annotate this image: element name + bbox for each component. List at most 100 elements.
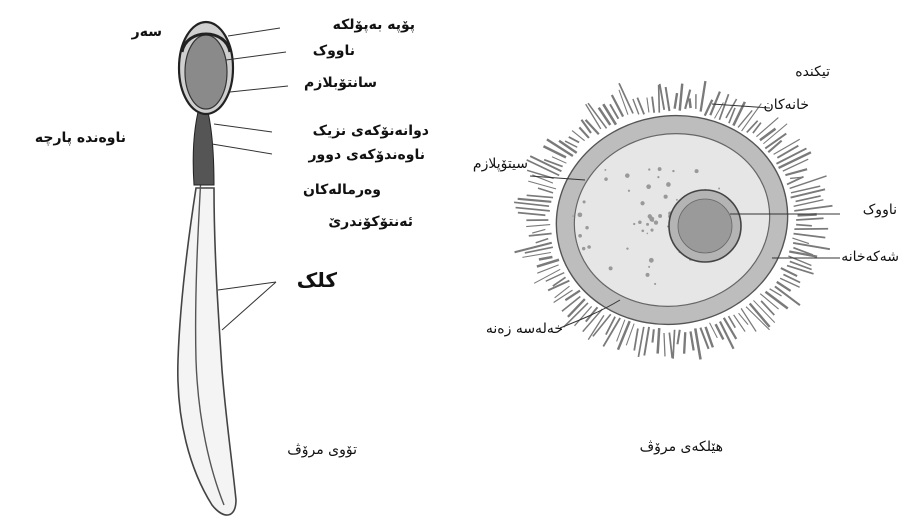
sperm-middle-piece — [193, 112, 214, 185]
label-cytoplasm: سیتۆپلازم — [473, 157, 528, 171]
corona-cell — [514, 202, 549, 206]
corona-cell — [529, 234, 552, 236]
cytoplasm-granule — [658, 214, 662, 218]
cytoplasm-granule — [582, 247, 585, 250]
corona-cell — [526, 225, 550, 227]
corona-cell — [677, 330, 679, 344]
label-ovum-nucleus: ناووک — [863, 203, 897, 217]
corona-cell — [747, 121, 758, 133]
label-nucleus: ناووک — [313, 44, 355, 58]
cytoplasm-granule — [695, 169, 699, 173]
corona-cell — [724, 318, 736, 339]
corona-cell — [664, 333, 665, 356]
cytoplasm-granule — [672, 170, 674, 172]
corona-cell — [666, 87, 670, 111]
corona-cell — [793, 243, 830, 249]
cytoplasm-granule — [609, 266, 613, 270]
cytoplasm-granule — [646, 273, 650, 277]
corona-cell — [618, 321, 630, 350]
corona-cell — [569, 137, 579, 143]
corona-cell — [675, 93, 677, 109]
corona-cell — [644, 327, 649, 356]
sperm-figure — [178, 22, 236, 515]
corona-cell — [543, 146, 565, 157]
sperm-tail — [178, 188, 236, 515]
corona-cell — [689, 98, 690, 108]
label-corona: تیکندە — [795, 65, 830, 79]
label-head: سەر — [132, 25, 162, 39]
label-middle-part: ناوەندە پارچە — [35, 131, 126, 145]
corona-cell — [796, 218, 823, 220]
corona-cell — [701, 81, 706, 112]
cytoplasm-granule — [633, 223, 635, 225]
label-cells: خانەکان — [763, 98, 809, 112]
cytoplasm-granule — [654, 221, 658, 225]
corona-cell — [669, 333, 672, 359]
cytoplasm-granule — [585, 226, 588, 229]
leader-nucleus — [226, 52, 286, 60]
corona-cell — [527, 195, 553, 197]
cytoplasm-granule — [583, 200, 586, 203]
corona-cell — [796, 225, 812, 226]
corona-cell — [555, 286, 570, 298]
corona-cell — [785, 169, 807, 175]
ovum-figure — [514, 81, 832, 359]
cytoplasm-granule — [626, 248, 628, 250]
ovum-nucleolus — [678, 199, 732, 253]
cytoplasm-granule — [666, 182, 671, 187]
corona-cell — [562, 297, 580, 312]
corona-cell — [794, 206, 832, 211]
corona-cell — [647, 98, 649, 113]
corona-cell — [658, 328, 660, 354]
corona-cell — [659, 85, 660, 113]
cytoplasm-granule — [657, 176, 659, 178]
label-zona: خەلەسە زەنە — [486, 322, 563, 336]
leader-tail-b — [222, 282, 276, 330]
cytoplasm-granule — [646, 223, 649, 226]
corona-cell — [518, 199, 552, 202]
corona-cell — [660, 84, 665, 110]
cytoplasm-granule — [648, 266, 650, 268]
label-spiral: وەرمالەکان — [303, 183, 381, 197]
caption-ovum: هێلکەی مرۆڤ — [640, 440, 723, 454]
corona-cell — [794, 234, 826, 238]
leader-tail-a — [218, 282, 276, 290]
cytoplasm-granule — [718, 188, 720, 190]
corona-cell — [673, 330, 675, 359]
cytoplasm-granule — [587, 245, 591, 249]
corona-cell — [760, 129, 776, 141]
label-acrosome: سانتۆبلازم — [304, 76, 377, 90]
corona-cell — [588, 315, 604, 339]
corona-cell — [788, 256, 811, 265]
corona-cell — [777, 146, 798, 158]
cytoplasm-granule — [676, 199, 678, 201]
corona-cell — [652, 97, 654, 113]
corona-cell — [684, 332, 685, 354]
corona-cell — [612, 95, 623, 117]
corona-cell — [739, 313, 748, 324]
leader-cap — [228, 28, 280, 36]
corona-cell — [634, 329, 638, 351]
cytoplasm-granule — [649, 258, 654, 263]
cytoplasm-granule — [578, 212, 583, 217]
corona-cell — [798, 214, 817, 215]
cytoplasm-granule — [650, 229, 653, 232]
corona-cell — [680, 84, 683, 111]
corona-cell — [691, 331, 694, 350]
cytoplasm-granule — [664, 195, 668, 199]
cytoplasm-granule — [638, 221, 642, 225]
corona-cell — [538, 188, 553, 193]
cytoplasm-granule — [647, 233, 649, 235]
label-near-centriole: دوانەنۆکەی نزیک — [313, 124, 429, 138]
cytoplasm-granule — [646, 184, 651, 189]
cytoplasm-granule — [653, 217, 655, 219]
cytoplasm-granule — [654, 283, 656, 285]
cytoplasm-granule — [648, 168, 650, 170]
sperm-nucleus — [185, 35, 227, 109]
corona-cell — [518, 213, 545, 216]
caption-sperm: تۆوی مرۆڤ — [287, 443, 357, 457]
corona-cell — [695, 328, 700, 359]
label-far-centriole: ناوەندۆکەی دوور — [308, 148, 425, 162]
label-membrane: شەکەخانە — [841, 250, 899, 264]
